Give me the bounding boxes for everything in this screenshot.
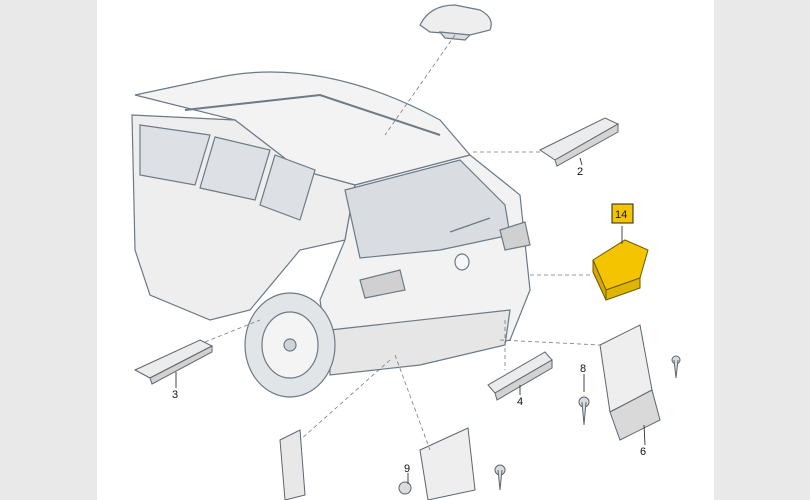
right-margin	[714, 0, 810, 500]
part-14-control-unit	[592, 239, 649, 301]
callout-14-box	[611, 203, 634, 224]
callout-lines	[175, 157, 646, 484]
leader-lines	[204, 34, 601, 451]
part-6-module	[599, 324, 661, 441]
callout-3: 3	[172, 389, 178, 401]
callout-9: 9	[404, 463, 410, 475]
parts-diagram-canvas: 2 3 4 6 8 9 14	[97, 0, 714, 500]
parts-diagram: 2 3 4 6 8 9 14	[131, 4, 681, 500]
callout-4: 4	[517, 396, 523, 408]
callout-14: 14	[615, 209, 627, 221]
left-margin	[0, 0, 97, 500]
part-2-module	[539, 117, 620, 167]
callout-2: 2	[577, 166, 583, 178]
callout-labels: 2 3 4 6 8 9 14	[172, 166, 646, 475]
screw-icons	[398, 355, 681, 495]
part-3-sensor	[133, 339, 214, 385]
vehicle-illustration	[131, 71, 531, 398]
part-4-sensor	[487, 351, 553, 401]
part-9-module	[419, 427, 476, 500]
callout-6: 6	[640, 446, 646, 458]
callout-8: 8	[580, 363, 586, 375]
bracket-part	[279, 429, 306, 500]
roof-antenna	[419, 4, 492, 41]
